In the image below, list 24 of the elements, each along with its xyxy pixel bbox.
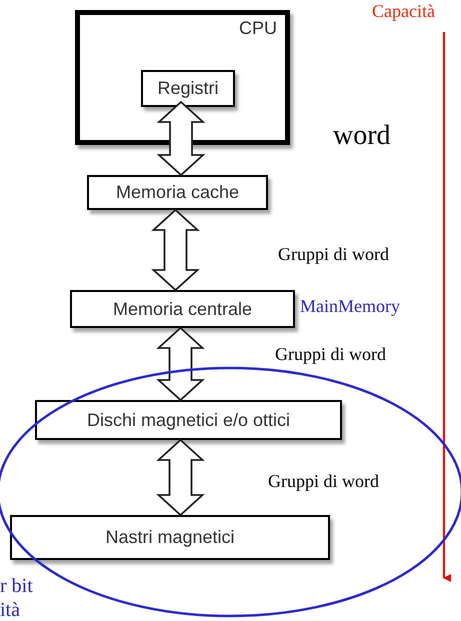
- double-block-arrow: [151, 208, 200, 292]
- annotation-text: r bit: [0, 574, 33, 599]
- memory-box: [10, 515, 330, 560]
- annotation-text: ità: [0, 598, 20, 621]
- box-label: Nastri magnetici: [105, 526, 235, 549]
- memory-box: [70, 290, 295, 328]
- processor-box: [75, 10, 290, 145]
- box-label: Memoria centrale: [112, 298, 252, 320]
- memory-box: [35, 400, 342, 440]
- double-block-arrow: [156, 100, 206, 176]
- annotation-text: word: [333, 119, 391, 153]
- annotation-text: Gruppi di word: [278, 243, 389, 266]
- double-block-arrow: [156, 326, 205, 402]
- box-label: Registri: [157, 77, 218, 100]
- memory-box: [141, 70, 235, 107]
- box-label: CPU: [238, 17, 277, 40]
- box-label: Memoria cache: [116, 181, 240, 204]
- memory-box: [87, 175, 268, 210]
- annotation-text: Capacità: [372, 0, 435, 22]
- double-block-arrow: [156, 438, 205, 516]
- annotation-text: Gruppi di word: [275, 343, 386, 366]
- annotation-text: MainMemory: [300, 295, 400, 318]
- box-label: Dischi magnetici e/o ottici: [86, 408, 290, 432]
- annotation-text: Gruppi di word: [268, 470, 379, 492]
